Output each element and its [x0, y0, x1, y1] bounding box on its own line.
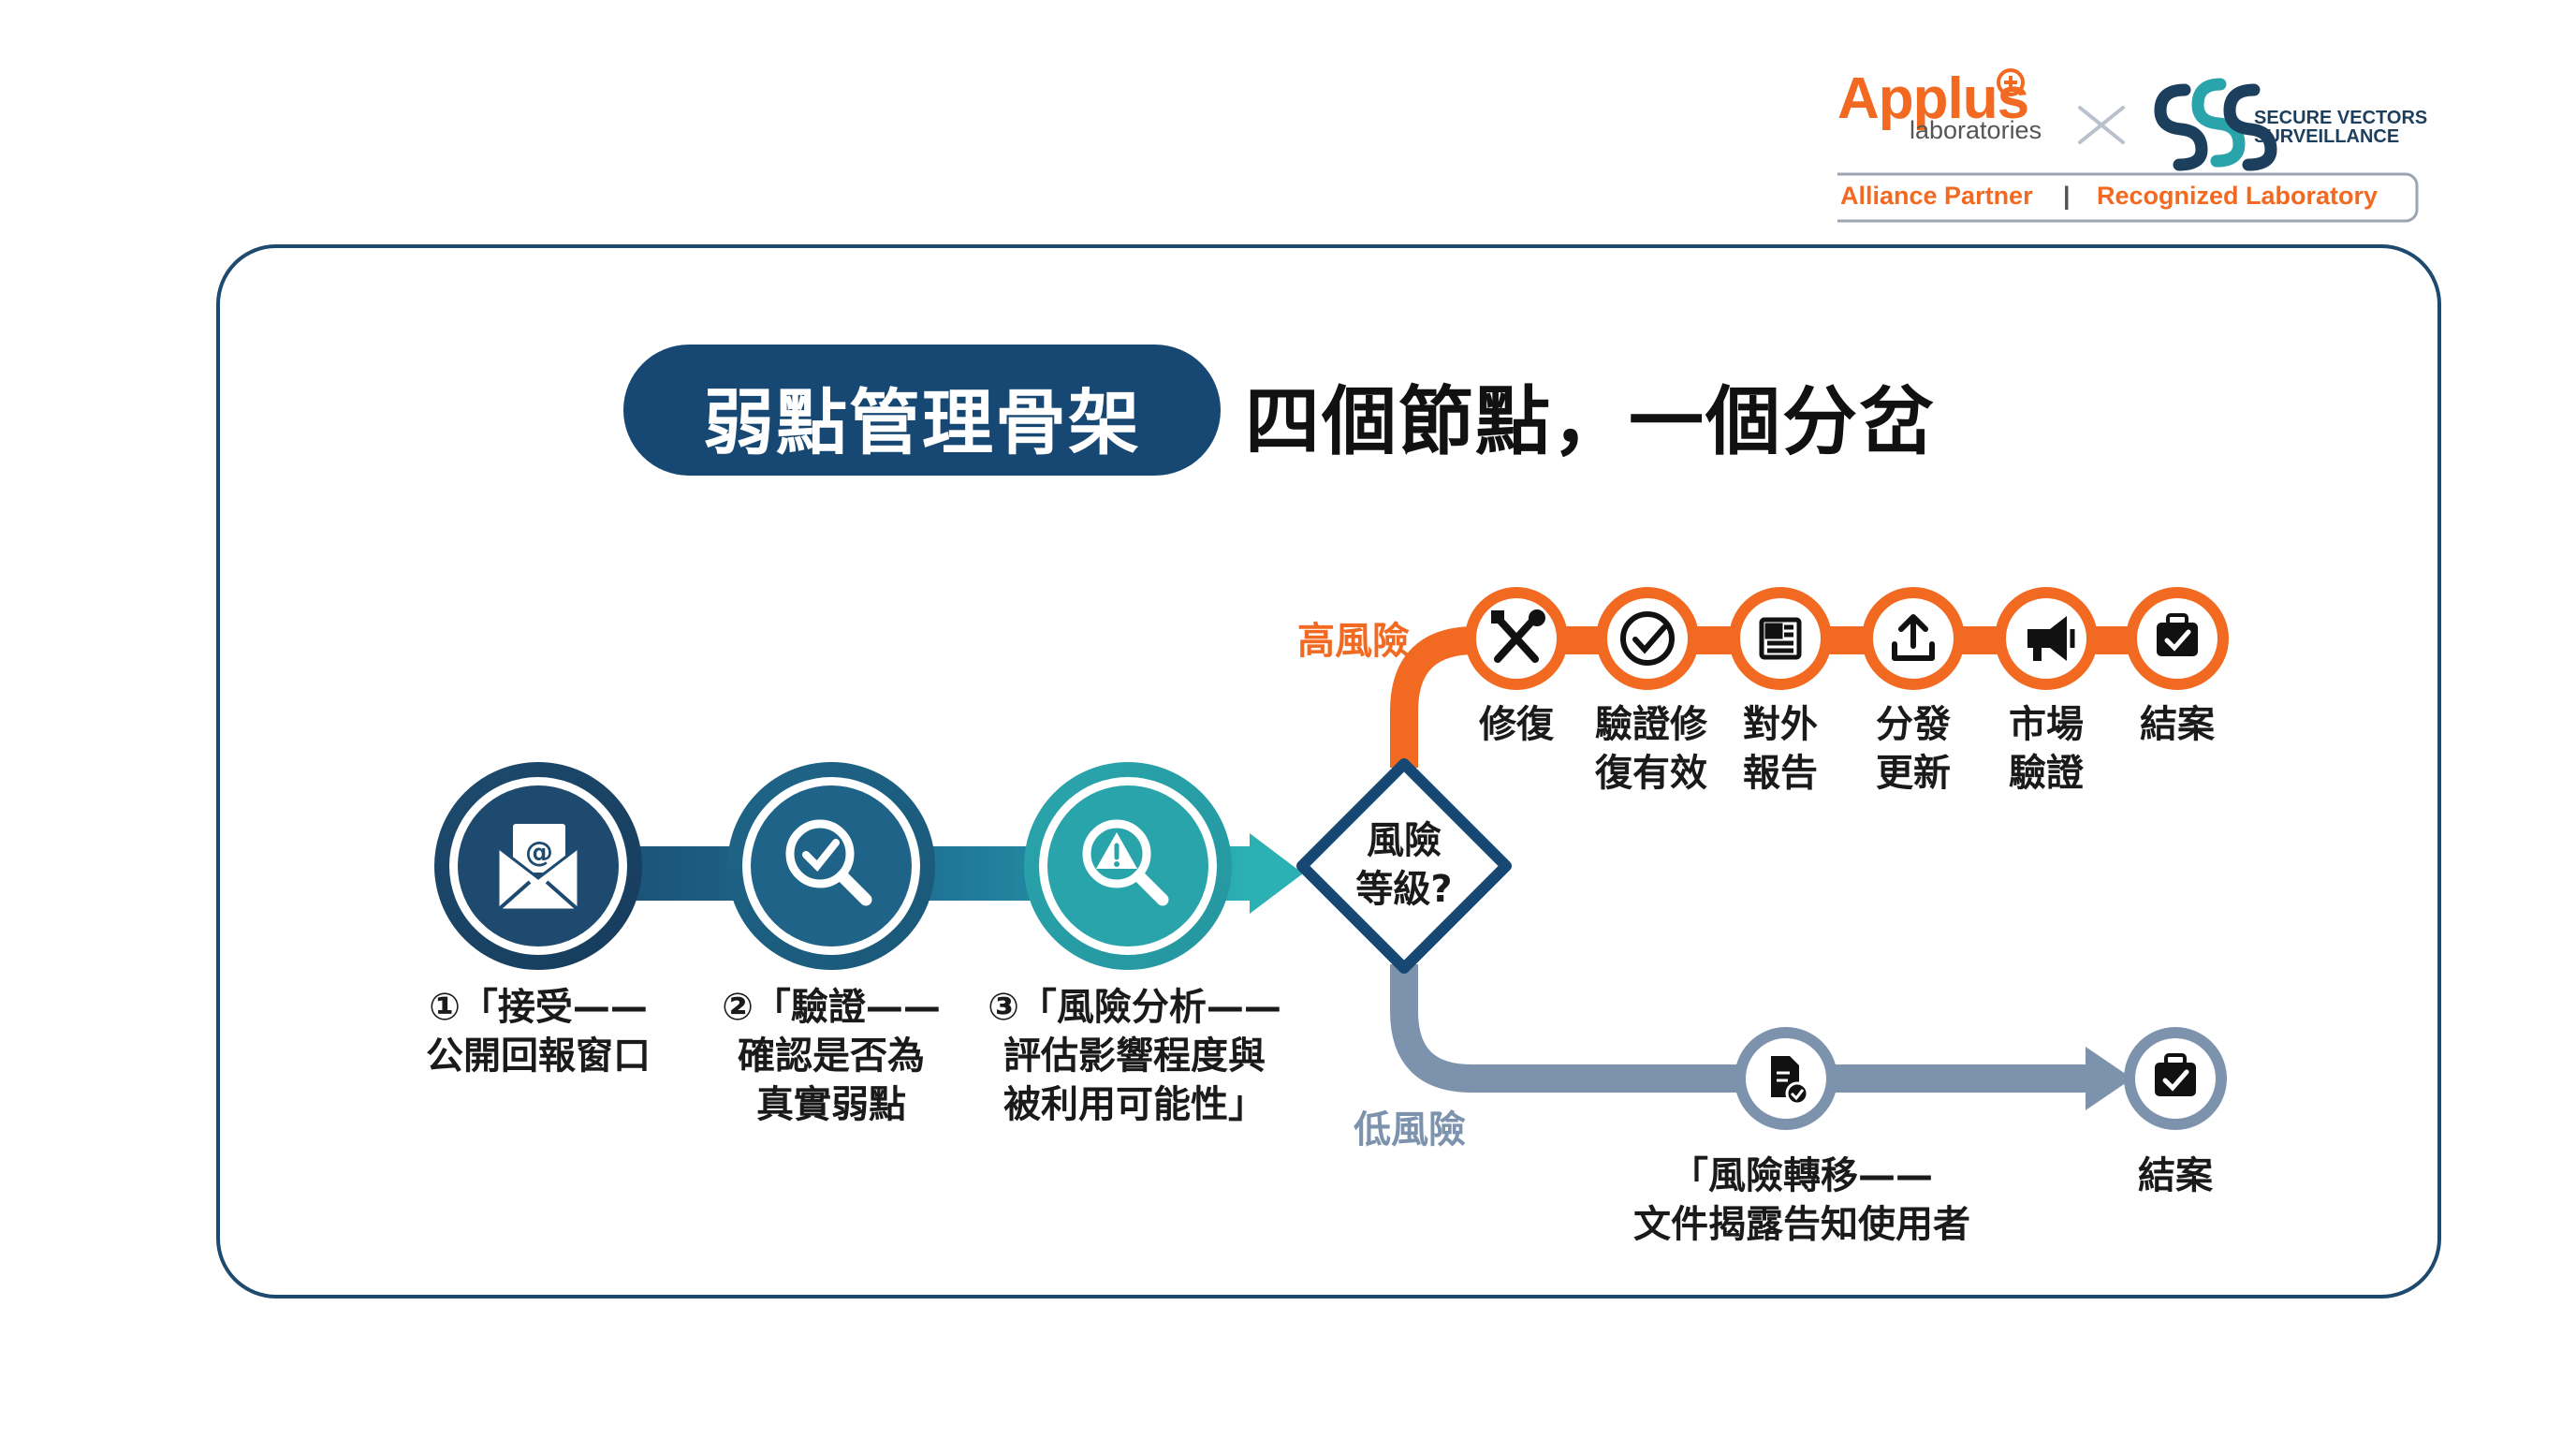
applus-plus-icon: [1997, 68, 2025, 96]
low-risk-arrowhead: [2086, 1047, 2132, 1110]
decision-label: 風險 等級?: [1355, 819, 1453, 911]
envelope-at-icon: @: [496, 824, 580, 912]
step-3-label: ③「風險分析—— 評估影響程度與 被利用可能性」: [988, 986, 1281, 1126]
partner-bracket: [1837, 172, 2419, 223]
high-node-label-6: 結案: [2140, 703, 2215, 746]
high-node-label-3: 對外 報告: [1743, 703, 1818, 795]
risk-transfer-label: 「風險轉移—— 文件揭露告知使用者: [1633, 1154, 1970, 1246]
svs-logo-icon: [2154, 78, 2277, 171]
cross-x-icon: [2078, 106, 2125, 144]
content-card: [216, 244, 2441, 1299]
svs-line1: SECURE VECTORS: [2254, 108, 2428, 128]
step-circle-2: [727, 762, 935, 970]
title-pill: [623, 345, 1221, 476]
low-risk-label: 低風險: [1354, 1108, 1466, 1152]
applus-brand: Applus: [1837, 66, 2029, 131]
tools-icon: [1491, 609, 1545, 663]
magnifier-check-icon: [785, 819, 872, 906]
flow-arrowhead: [1250, 833, 1303, 914]
briefcase-check-icon: [2155, 1053, 2196, 1096]
page-title: 四個節點，一個分岔: [1245, 378, 1936, 465]
applus-sub: laboratories: [1910, 116, 2042, 144]
high-node-circles: [1465, 587, 2229, 690]
high-node-label-4: 分發 更新: [1876, 703, 1951, 795]
title-pill-text: 弱點管理骨架: [703, 381, 1141, 464]
document-check-icon: [1771, 1056, 1809, 1106]
svg-text:@: @: [525, 836, 553, 869]
high-node-label-1: 修復: [1479, 703, 1554, 746]
partner-left: Alliance Partner: [1840, 182, 2033, 210]
partner-right: Recognized Laboratory: [2097, 182, 2378, 210]
high-node-label-5: 市場 驗證: [2009, 703, 2084, 795]
high-node-label-2: 驗證修 復有效: [1595, 703, 1707, 795]
briefcase-check-icon: [2157, 613, 2198, 656]
partner-divider: |: [2063, 182, 2071, 210]
check-circle-icon: [1620, 611, 1675, 666]
magnifier-warning-icon: [1082, 819, 1169, 906]
decision-diamond: [1296, 758, 1512, 974]
newspaper-icon: [1759, 617, 1802, 660]
megaphone-icon: [2027, 616, 2075, 661]
low-close-label: 結案: [2138, 1154, 2213, 1197]
step-2-label: ②「驗證—— 確認是否為 真實弱點: [722, 986, 941, 1126]
svs-line2: SURVEILLANCE: [2254, 126, 2400, 147]
step-1-label: ①「接受—— 公開回報窗口: [426, 986, 651, 1078]
high-risk-label: 高風險: [1297, 620, 1410, 663]
low-risk-path: [1390, 964, 2087, 1093]
upload-icon: [1892, 614, 1935, 661]
